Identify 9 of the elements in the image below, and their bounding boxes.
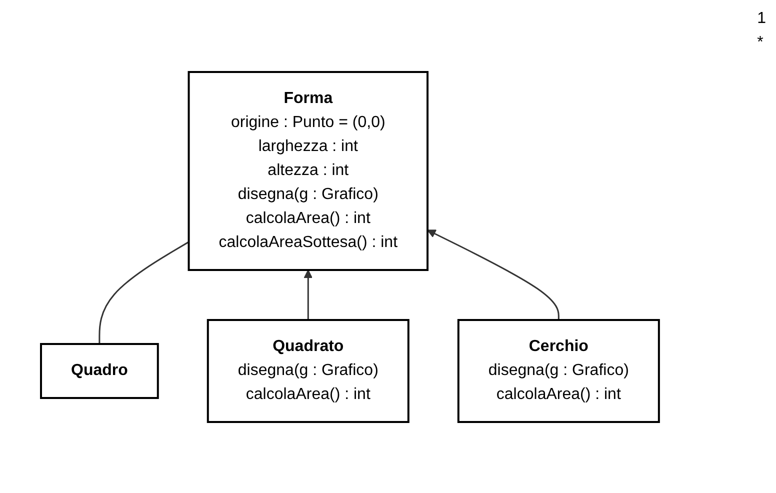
connector (98, 240, 190, 344)
multiplicity-label: * (757, 34, 764, 52)
node-box: Forma origine : Punto = (0,0) larghezza : int altezza : int disegna(g : Grafico) calcolaArea() : int calcolaAreaSottesa() : int (188, 70, 429, 270)
node-box: Quadro (40, 342, 159, 398)
multiplicity-label: 1 (757, 10, 766, 28)
arrow (427, 229, 560, 320)
node-box: Cerchio disegna(g : Grafico) calcolaArea() : int (457, 318, 660, 422)
arrow (304, 269, 313, 320)
node-box: Quadrato disegna(g : Grafico) calcolaArea() : int (206, 318, 410, 422)
